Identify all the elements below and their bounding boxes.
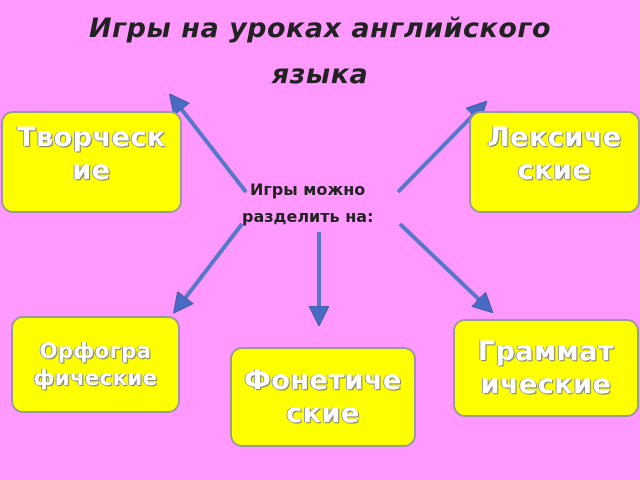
category-grammatical-label: Граммат ические [477,336,615,400]
title-line-1: Игры на уроках английского [88,13,552,44]
arrow-to-orthographic [176,222,244,310]
center-caption-line-1: Игры можно [250,180,366,199]
category-orthographic-label: Орфогра фические [33,338,158,390]
category-creative-box: Творческ ие [1,111,182,213]
category-creative-label: Творческ ие [17,122,166,186]
category-orthographic-box: Орфогра фические [11,316,180,413]
category-lexical-box: Лексиче ские [469,111,640,213]
category-grammatical-box: Граммат ические [453,319,639,417]
arrow-to-grammatical [398,222,490,310]
center-caption-line-2: разделить на: [242,207,374,226]
category-lexical-label: Лексиче ские [487,122,622,186]
title-line-2: языка [271,59,369,90]
arrow-to-creative [172,97,248,194]
category-phonetic-box: Фонетиче ские [230,347,416,447]
category-phonetic-label: Фонетиче ские [244,365,402,429]
slide-title: Игры на уроках английского языка [20,6,620,98]
center-caption: Игры можно разделить на: [236,176,412,230]
